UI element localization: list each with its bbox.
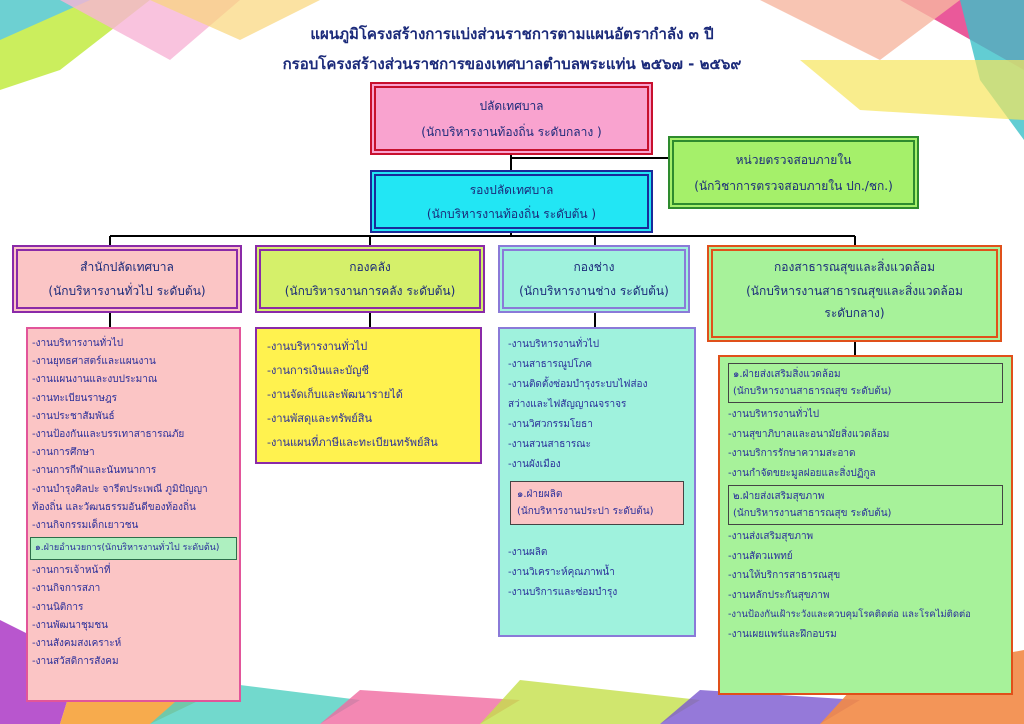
health-item: -งานให้บริการสาธารณสุข xyxy=(728,570,841,581)
works-sub-name: ๑.ฝ่ายผลิต xyxy=(517,489,563,500)
office-item: -งานกิจกรรมเด็กเยาวชน xyxy=(32,520,139,532)
health-header: กองสาธารณสุขและสิ่งแวดล้อม (นักบริหารงาน… xyxy=(707,245,1002,342)
finance-item: -งานจัดเก็บและพัฒนารายได้ xyxy=(267,388,403,401)
works-sub-position: (นักบริหารงานประปา ระดับต้น) xyxy=(517,506,654,517)
finance-item: -งานพัสดุและทรัพย์สิน xyxy=(267,412,372,425)
health-sub1-position: (นักบริหารงานสาธารณสุข ระดับต้น) xyxy=(733,386,892,397)
rong-name: รองปลัดเทศบาล xyxy=(469,183,554,197)
health-item: -งานป้องกันเฝ้าระวังและควบคุมโรคติดต่อ แ… xyxy=(728,609,971,620)
health-item: -งานบริการรักษาความสะอาด xyxy=(728,448,856,459)
office-item: -งานแผนงานและงบประมาณ xyxy=(32,374,158,386)
office-item: -งานพัฒนาชุมชน xyxy=(32,619,109,631)
office-item: -งานการศึกษา xyxy=(32,447,95,459)
health-task-list: ๑.ฝ่ายส่งเสริมสิ่งแวดล้อม (นักบริหารงานส… xyxy=(718,355,1013,695)
rong-box: รองปลัดเทศบาล (นักบริหารงานท้องถิ่น ระดั… xyxy=(370,170,653,233)
works-item: -งานวิเคราะห์คุณภาพน้ำ xyxy=(508,567,615,578)
office-item: -งานสวัสดิการสังคม xyxy=(32,656,119,668)
works-item: -งานติดตั้งซ่อมบำรุงระบบไฟส่อง xyxy=(508,379,648,390)
works-item: -งานสวนสาธารณะ xyxy=(508,439,591,450)
office-item: -งานการกีฬาและนันทนาการ xyxy=(32,465,157,477)
palad-name: ปลัดเทศบาล xyxy=(479,99,544,113)
office-item: -งานทะเบียนราษฎร xyxy=(32,392,118,404)
health-item: -งานบริหารงานทั่วไป xyxy=(728,409,820,420)
works-item: -งานผลิต xyxy=(508,547,548,558)
health-item: -งานเผยแพร่และฝึกอบรม xyxy=(728,628,837,640)
rong-position: (นักบริหารงานท้องถิ่น ระดับต้น ) xyxy=(426,207,597,221)
office-position: (นักบริหารงานทั่วไป ระดับต้น) xyxy=(48,284,206,298)
works-task-list: -งานบริหารงานทั่วไป -งานสาธารณูปโภค -งาน… xyxy=(498,327,696,637)
health-position-line1: (นักบริหารงานสาธารณสุขและสิ่งแวดล้อม xyxy=(746,284,963,298)
health-item: -งานกำจัดขยะมูลฝอยและสิ่งปฏิกูล xyxy=(728,467,876,479)
works-item: -งานวิศวกรรมโยธา xyxy=(508,419,593,430)
office-item: -งานกิจการสภา xyxy=(32,583,101,595)
audit-box: หน่วยตรวจสอบภายใน (นักวิชาการตรวจสอบภายใ… xyxy=(668,136,919,209)
finance-position: (นักบริหารงานการคลัง ระดับต้น) xyxy=(284,284,456,298)
office-item: -งานการเจ้าหน้าที่ xyxy=(32,565,111,577)
works-item: -งานบริการและซ่อมบำรุง xyxy=(508,587,618,598)
palad-position: (นักบริหารงานท้องถิ่น ระดับกลาง ) xyxy=(421,125,602,139)
audit-name: หน่วยตรวจสอบภายใน xyxy=(735,153,852,167)
audit-position: (นักวิชาการตรวจสอบภายใน ปก./ชก.) xyxy=(694,179,893,193)
works-sub-unit: ๑.ฝ่ายผลิต (นักบริหารงานประปา ระดับต้น) xyxy=(510,481,684,525)
health-item: -งานสัตวแพทย์ xyxy=(728,550,793,562)
works-position: (นักบริหารงานช่าง ระดับต้น) xyxy=(519,284,669,298)
health-sub1-name: ๑.ฝ่ายส่งเสริมสิ่งแวดล้อม xyxy=(733,369,841,380)
chart-title-line2: กรอบโครงสร้างส่วนราชการของเทศบาลตำบลพระแ… xyxy=(282,55,742,73)
finance-item: -งานการเงินและบัญชี xyxy=(267,364,369,377)
health-position-line2: ระดับกลาง) xyxy=(824,306,885,320)
health-sub-unit-1: ๑.ฝ่ายส่งเสริมสิ่งแวดล้อม (นักบริหารงานส… xyxy=(728,363,1003,403)
works-header: กองช่าง (นักบริหารงานช่าง ระดับต้น) xyxy=(498,245,690,313)
office-item: ท้องถิ่น และวัฒนธรรมอันดีของท้องถิ่น xyxy=(32,501,196,513)
health-item: -งานส่งเสริมสุขภาพ xyxy=(728,531,814,542)
office-item: -งานบริหารงานทั่วไป xyxy=(32,338,124,349)
health-name: กองสาธารณสุขและสิ่งแวดล้อม xyxy=(773,260,935,274)
finance-item: -งานแผนที่ภาษีและทะเบียนทรัพย์สิน xyxy=(267,436,438,449)
office-item: -งานป้องกันและบรรเทาสาธารณภัย xyxy=(32,429,185,441)
office-item: -งานประชาสัมพันธ์ xyxy=(32,410,115,422)
office-item: -งานสังคมสงเคราะห์ xyxy=(32,638,122,650)
health-sub2-name: ๒.ฝ่ายส่งเสริมสุขภาพ xyxy=(733,491,825,502)
office-header: สำนักปลัดเทศบาล (นักบริหารงานทั่วไป ระดั… xyxy=(12,245,242,313)
office-task-list: -งานบริหารงานทั่วไป -งานยุทธศาสตร์และแผน… xyxy=(26,327,241,702)
health-item: -งานสุขาภิบาลและอนามัยสิ่งแวดล้อม xyxy=(728,428,890,440)
finance-task-list: -งานบริหารงานทั่วไป -งานการเงินและบัญชี … xyxy=(255,327,482,464)
chart-title-line1: แผนภูมิโครงสร้างการแบ่งส่วนราชการตามแผนอ… xyxy=(310,25,714,43)
office-item: -งานบำรุงศิลปะ จารีตประเพณี ภูมิปัญญา xyxy=(32,483,208,495)
works-item: -งานผังเมือง xyxy=(508,459,561,470)
health-sub2-position: (นักบริหารงานสาธารณสุข ระดับต้น) xyxy=(733,508,892,519)
works-name: กองช่าง xyxy=(573,260,615,274)
works-item: -งานสาธารณูปโภค xyxy=(508,359,593,370)
palad-box: ปลัดเทศบาล (นักบริหารงานท้องถิ่น ระดับกล… xyxy=(370,82,653,155)
finance-name: กองคลัง xyxy=(349,260,391,274)
office-item: -งานยุทธศาสตร์และแผนงาน xyxy=(32,356,156,368)
health-item: -งานหลักประกันสุขภาพ xyxy=(728,589,830,601)
works-item: สว่างและไฟสัญญาณจราจร xyxy=(508,399,627,410)
works-item: -งานบริหารงานทั่วไป xyxy=(508,339,600,350)
office-sub-unit: ๑.ฝ่ายอำนวยการ(นักบริหารงานทั่วไป ระดับต… xyxy=(30,537,237,561)
finance-item: -งานบริหารงานทั่วไป xyxy=(267,340,368,353)
office-item: -งานนิติการ xyxy=(32,601,84,613)
office-name: สำนักปลัดเทศบาล xyxy=(80,260,174,274)
health-sub-unit-2: ๒.ฝ่ายส่งเสริมสุขภาพ (นักบริหารงานสาธารณ… xyxy=(728,485,1003,525)
finance-header: กองคลัง (นักบริหารงานการคลัง ระดับต้น) xyxy=(255,245,485,313)
